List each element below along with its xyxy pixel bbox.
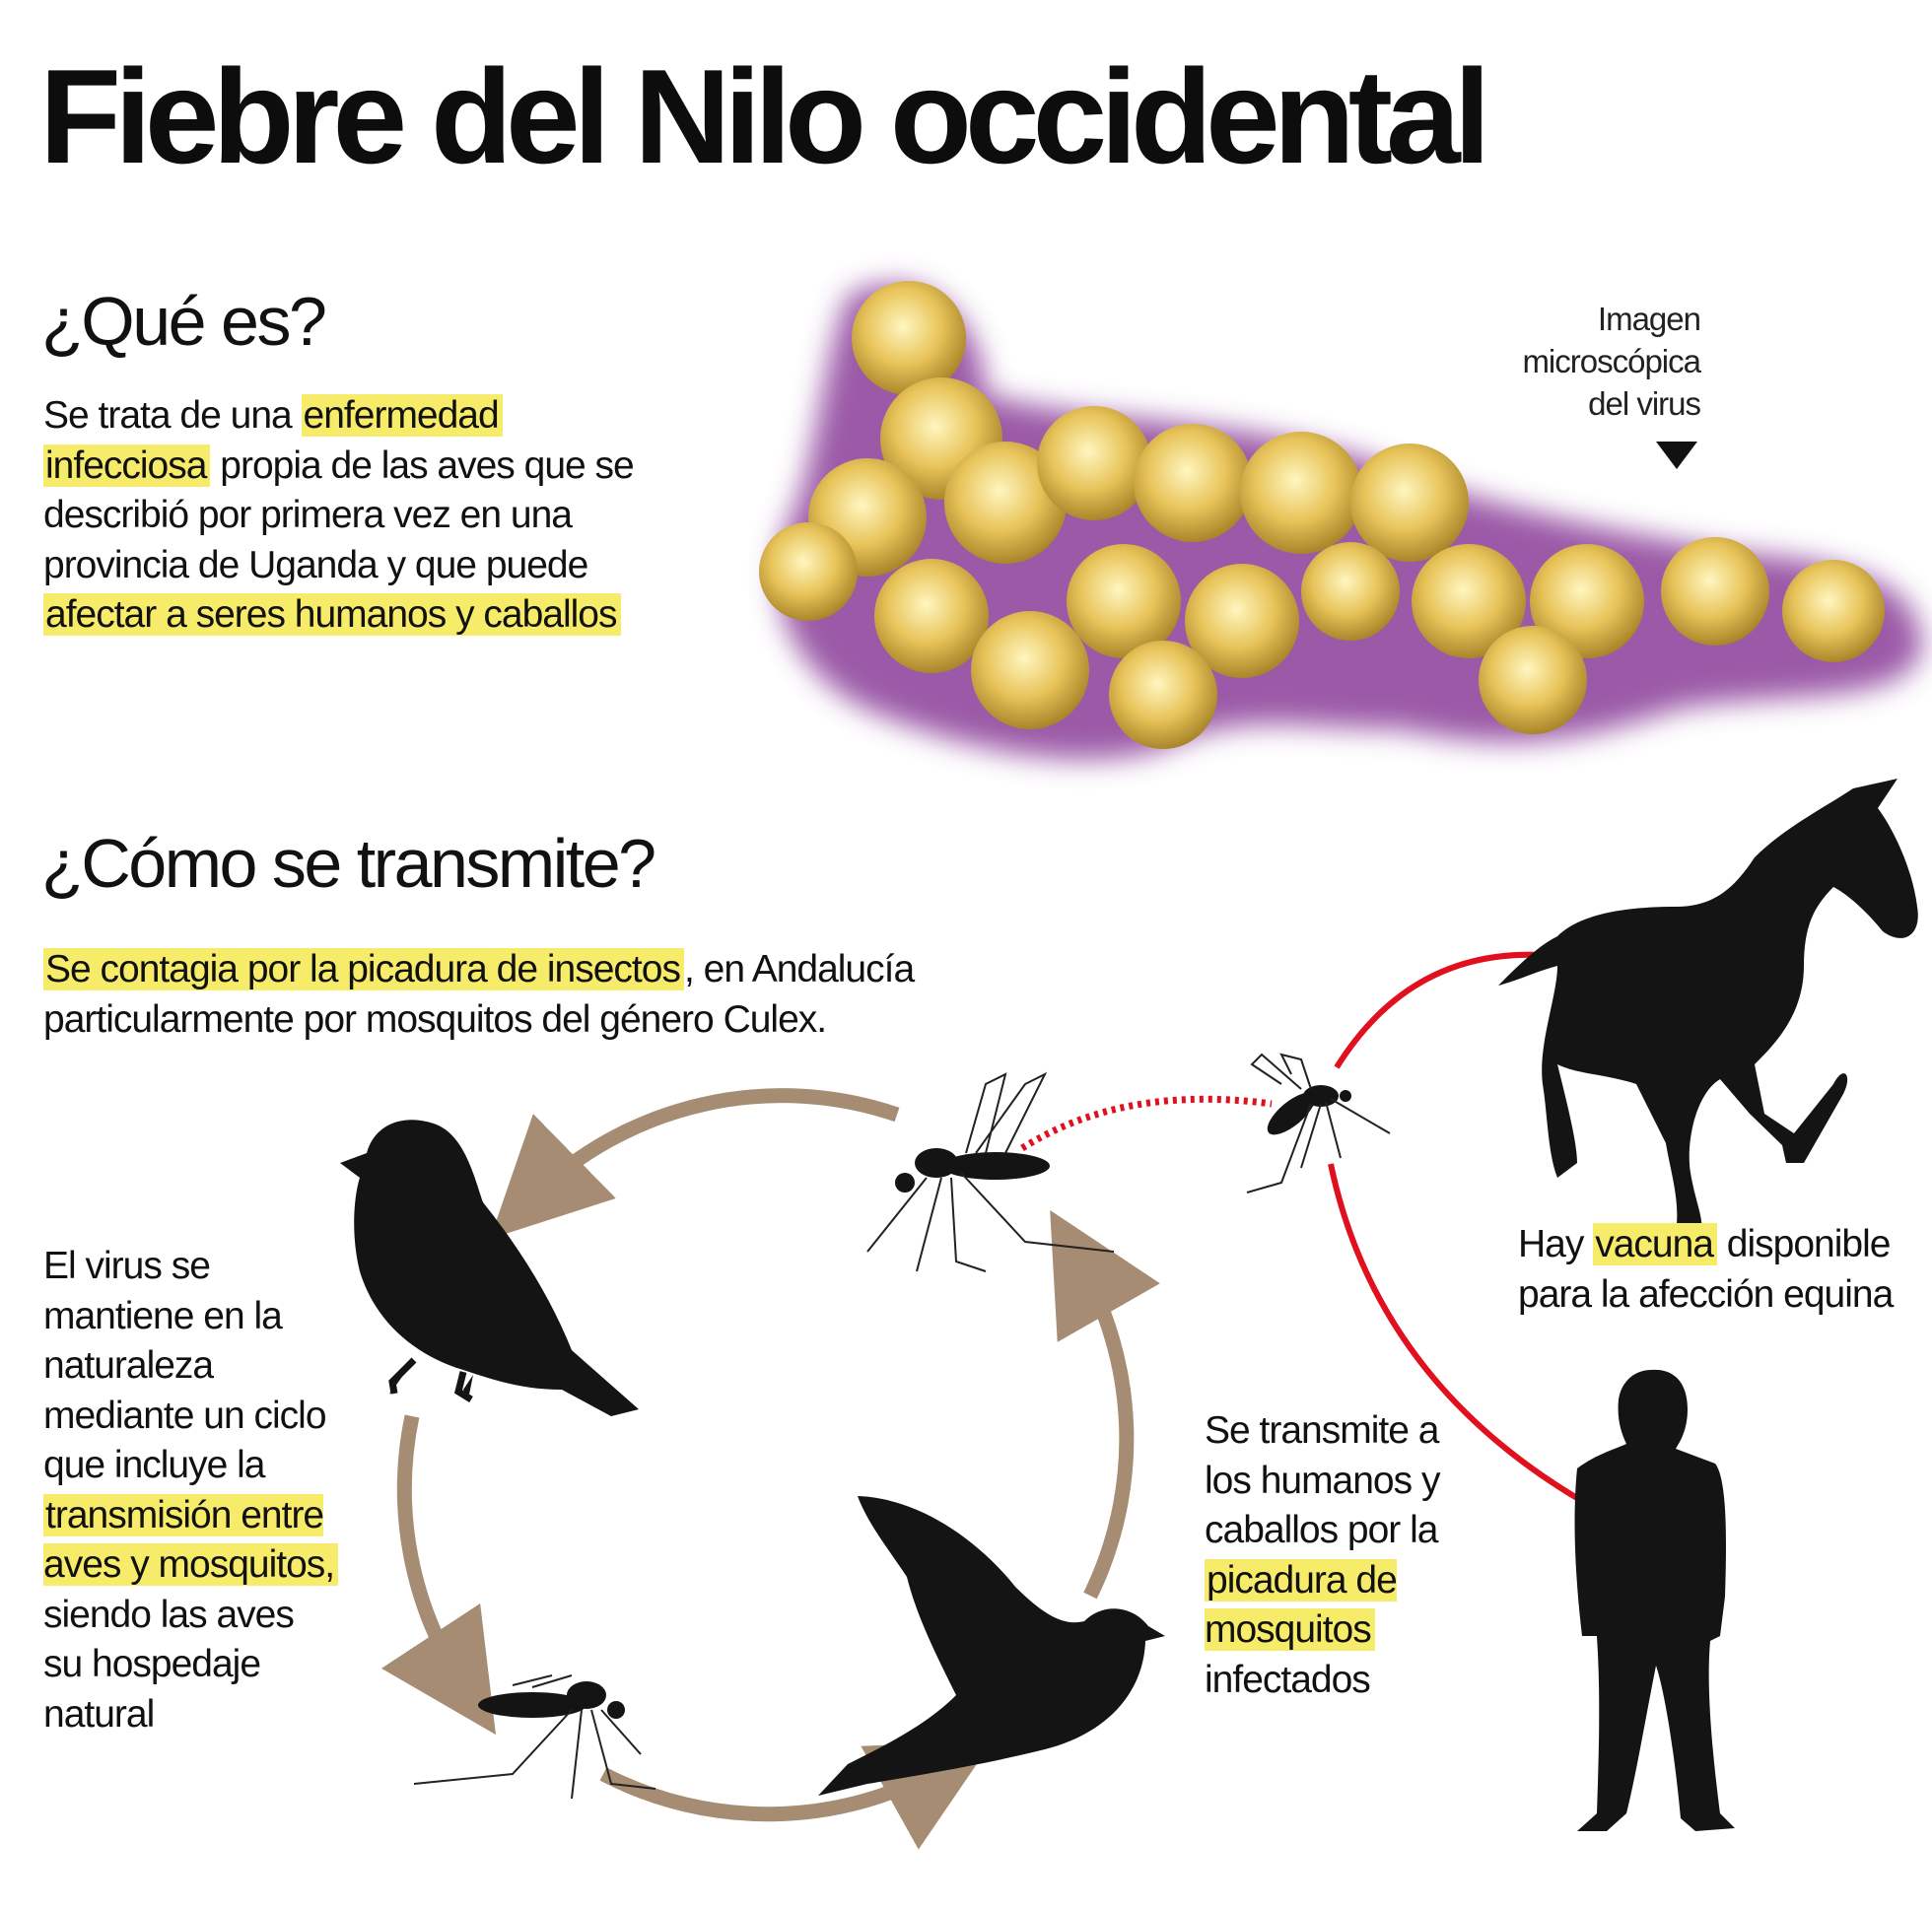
- text: Hay: [1518, 1223, 1594, 1265]
- cycle-description: El virus se mantiene en la naturaleza me…: [43, 1242, 339, 1739]
- human-transmission-note: Se transmite a los humanos y caballos po…: [1205, 1406, 1461, 1705]
- text: propia de las aves que se describió por …: [43, 443, 635, 586]
- image-caption: Imagen microscópica del virus: [1522, 298, 1701, 425]
- highlight-text: vacuna: [1593, 1223, 1717, 1265]
- text: El virus se mantiene en la naturaleza me…: [43, 1245, 327, 1486]
- horse-vaccine-note: Hay vacuna disponible para la afección e…: [1518, 1220, 1922, 1320]
- what-heading: ¿Qué es?: [41, 283, 327, 360]
- text: infectados: [1205, 1658, 1371, 1701]
- how-paragraph: Se contagia por la picadura de insectos,…: [43, 945, 950, 1045]
- perched-bird-icon: [340, 1120, 639, 1416]
- text: siendo las aves su hospedaje natural: [43, 1593, 295, 1736]
- cycle-arrows: [380, 1088, 1160, 1850]
- caption-pointer-icon: [1656, 442, 1697, 469]
- cycle-arrow-top: [490, 1088, 900, 1239]
- what-paragraph: Se trata de una enfermedad infecciosa pr…: [43, 391, 655, 641]
- caption-line: microscópica: [1522, 343, 1701, 379]
- text: , en Andalucía particularmente por mosqu…: [43, 948, 915, 1041]
- caption-line: del virus: [1588, 385, 1701, 422]
- text: disponible para la afección equina: [1518, 1223, 1894, 1316]
- cycle-arrow-right: [1050, 1209, 1160, 1600]
- mosquito-icon-bottom: [413, 1674, 656, 1800]
- highlight-text: afectar a seres humanos y caballos: [43, 593, 621, 636]
- highlight-text: transmisión entre aves y mosquitos,: [43, 1493, 339, 1586]
- infection-dotted-line: [1020, 1095, 1273, 1151]
- flying-bird-icon: [818, 1496, 1165, 1796]
- page-title: Fiebre del Nilo occidental: [39, 41, 1490, 191]
- text: Se trata de una: [43, 394, 302, 437]
- mosquito-icon-right: [1246, 1053, 1391, 1193]
- cycle-arrow-bottom: [599, 1739, 994, 1850]
- mosquito-icon-top: [866, 1071, 1115, 1272]
- cycle-arrow-left: [380, 1414, 496, 1736]
- arrow-to-human: [1328, 1163, 1638, 1532]
- highlight-text: infecciosa: [43, 443, 211, 487]
- how-heading: ¿Cómo se transmite?: [41, 825, 656, 902]
- virus-micrograph: [759, 281, 1922, 760]
- highlight-text: Se contagia por la picadura de insectos: [43, 948, 684, 990]
- highlight-text: picadura de mosquitos: [1205, 1558, 1398, 1651]
- caption-line: Imagen: [1597, 301, 1701, 337]
- highlight-text: enfermedad: [301, 394, 503, 437]
- human-icon: [1574, 1369, 1735, 1831]
- horse-icon: [1498, 779, 1918, 1232]
- text: Se transmite a los humanos y caballos po…: [1205, 1409, 1440, 1551]
